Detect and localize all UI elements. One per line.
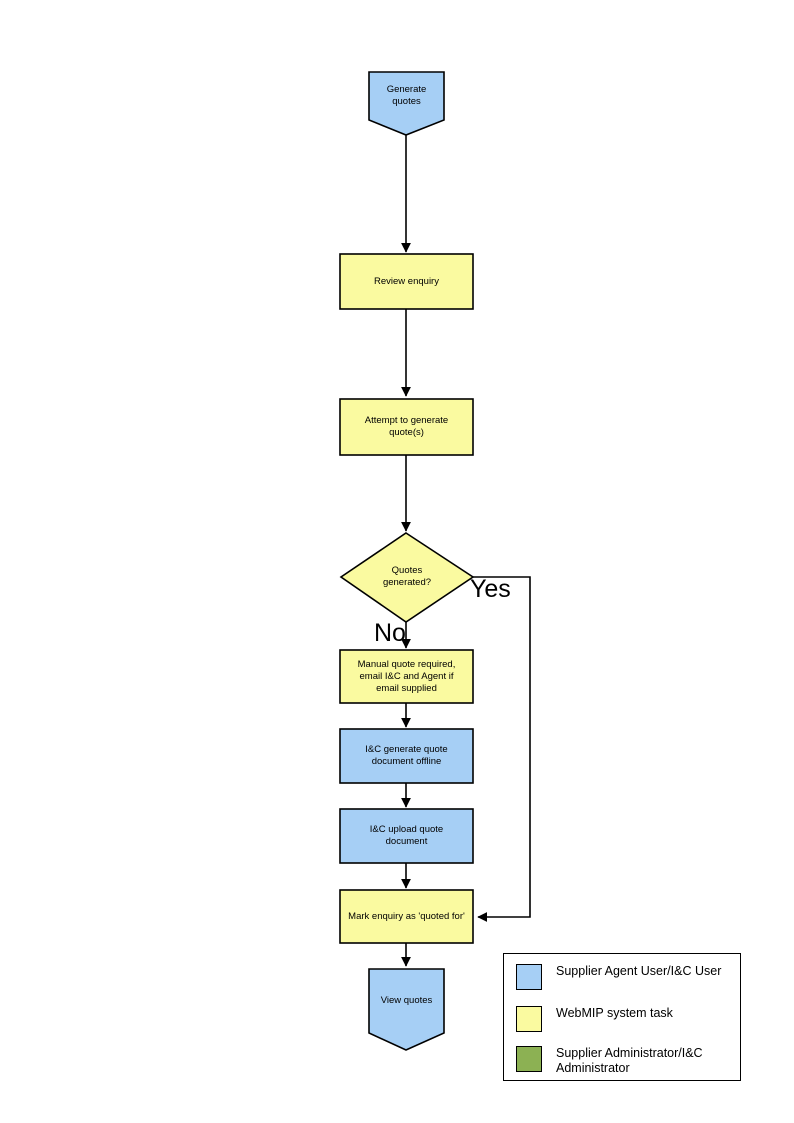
node-mark-enquiry-as-quoted-for[interactable] [339, 889, 474, 944]
legend: Supplier Agent User/I&C User WebMIP syst… [503, 953, 741, 1081]
legend-item-supplier-administrator: Supplier Administrator/I&C Administrator [516, 1046, 703, 1075]
connectors [401, 135, 531, 967]
edge-decision-yes-to-mark [473, 576, 531, 922]
node-generate-quotes[interactable] [368, 71, 445, 136]
edge-label-no: No [374, 619, 406, 647]
node-ic-upload-quote-document[interactable] [339, 808, 474, 864]
legend-label-supplier-agent-user: Supplier Agent User/I&C User [556, 964, 722, 978]
node-view-quotes[interactable] [368, 968, 445, 1051]
legend-label-supplier-administrator: Supplier Administrator/I&C Administrator [556, 1046, 703, 1075]
legend-label-webmip-system-task: WebMIP system task [556, 1006, 673, 1020]
legend-swatch-yellow [516, 1006, 542, 1032]
node-ic-generate-quote-document-offline[interactable] [339, 728, 474, 784]
edge-label-yes: Yes [470, 575, 511, 603]
node-quotes-generated-decision[interactable] [339, 532, 475, 623]
node-manual-quote-required[interactable] [339, 649, 474, 704]
node-review-enquiry[interactable] [339, 253, 474, 310]
legend-swatch-blue [516, 964, 542, 990]
legend-item-webmip-system-task: WebMIP system task [516, 1006, 673, 1032]
node-attempt-to-generate-quotes[interactable] [339, 398, 474, 456]
legend-swatch-green [516, 1046, 542, 1072]
legend-item-supplier-agent-user: Supplier Agent User/I&C User [516, 964, 721, 990]
